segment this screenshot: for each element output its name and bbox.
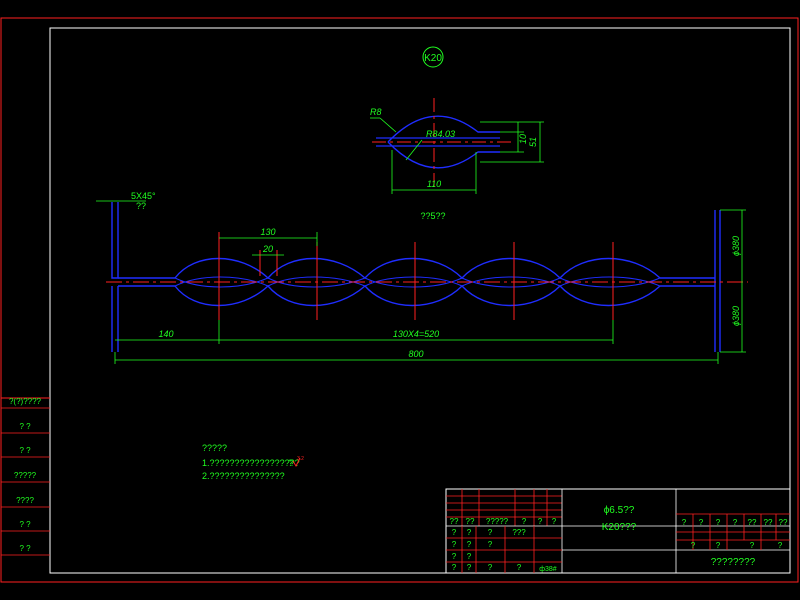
notes-marker-sup: 3.2 (297, 456, 304, 462)
left-column-cell: ???? (16, 496, 34, 505)
left-column-cell: ? ? (19, 422, 31, 431)
chamfer-callout: 5X45° ?? (96, 191, 156, 211)
left-column-cell: ? ? (19, 544, 31, 553)
outer-border (0, 17, 799, 583)
main-view (106, 202, 748, 352)
chamfer-label: 5X45° (131, 191, 156, 201)
notes-line-2: 2.??????????????? (202, 471, 285, 481)
pitch-label: 130 (260, 227, 275, 237)
dia-top-label: ϕ380 (731, 236, 741, 256)
title-header-cell: ? (538, 517, 543, 526)
stamp-label: ф38# (539, 566, 557, 573)
material-label: ϕ6.5?? (604, 505, 635, 516)
title-right-top-cell: ? (716, 518, 721, 527)
top-width-dim: 110 (427, 179, 441, 189)
title-left-cell: ? (467, 552, 472, 561)
section-label: ??5?? (420, 211, 445, 221)
notes-title: ????? (202, 443, 227, 453)
left-column-cell: ? ? (19, 446, 31, 455)
title-right-top-cell: ? (699, 518, 704, 527)
drawing-frame (49, 27, 791, 574)
title-left-cell: ? (467, 528, 472, 537)
left-column-cell: ?(?)???? (9, 397, 42, 406)
title-left-cell: ? (488, 563, 493, 572)
left-column-cell: ? ? (19, 520, 31, 529)
offset-label: 140 (158, 329, 173, 339)
title-right-mid-cell: ? (691, 541, 696, 550)
technical-notes: ????? 1.?????????????????? 2.???????????… (202, 443, 304, 481)
title-left-cell: ? (452, 563, 457, 572)
bottom-dimensions: 140 130X4=520 800 (114, 320, 719, 364)
chamfer-sub-label: ?? (136, 201, 146, 211)
radius-small-label: R8 (370, 107, 382, 117)
title-header-cell: ? (552, 517, 557, 526)
gap-dimension: 20 (252, 244, 284, 256)
title-header-cell: ? (522, 517, 527, 526)
pitch-dimension: 130 (219, 227, 318, 246)
title-left-cell: ? (467, 540, 472, 549)
title-right-top-cell: ?? (748, 518, 757, 527)
radius-large-label: R84.03 (426, 129, 455, 139)
title-left-cell: ? (517, 563, 522, 572)
title-left-cell: ? (488, 528, 493, 537)
part-id-label: K20 (424, 53, 442, 64)
title-left-cell: ? (452, 540, 457, 549)
title-right-top-cell: ? (682, 518, 687, 527)
gap-label: 20 (262, 244, 273, 254)
title-header-cell: ?? (466, 517, 475, 526)
title-right-top-cell: ?? (764, 518, 773, 527)
left-column-cell: ????? (14, 471, 37, 480)
title-left-cell: ? (452, 552, 457, 561)
title-right-top-cell: ? (733, 518, 738, 527)
title-right-top-cell: ?? (779, 518, 788, 527)
title-header-cell: ?? (450, 517, 459, 526)
title-right-mid-cell: ? (778, 541, 783, 550)
pitch-total-label: 130X4=520 (393, 329, 439, 339)
diameter-dimensions: ϕ380 ϕ380 (720, 209, 746, 353)
title-block: ϕ6.5?? K20??? ???????? ф38# ????????????… (445, 488, 791, 574)
dia-bottom-label: ϕ380 (731, 306, 741, 326)
part-id-callout: K20 (422, 46, 444, 68)
length-label: 800 (408, 349, 423, 359)
title-right-mid-cell: ? (716, 541, 721, 550)
notes-line-1: 1.?????????????????? (202, 458, 300, 468)
title-header-cell: ????? (486, 517, 509, 526)
left-revision-column: ?(?)???? ? ? ? ?????????? ? ? ? ? (1, 397, 50, 556)
title-right-mid-cell: ? (750, 541, 755, 550)
title-left-cell: ? (467, 563, 472, 572)
top-height-dim-a: 10 (518, 134, 528, 144)
notes-marker: ? (288, 458, 293, 468)
title-left-cell: ? (488, 540, 493, 549)
drawing-title-label: ???????? (711, 557, 756, 568)
title-left-cell: ? (452, 528, 457, 537)
part-name-label: K20??? (602, 522, 637, 533)
top-view: R8 R84.03 110 10 51 (370, 98, 544, 194)
top-height-dim-b: 51 (528, 137, 538, 147)
title-left-cell: ??? (512, 528, 526, 537)
